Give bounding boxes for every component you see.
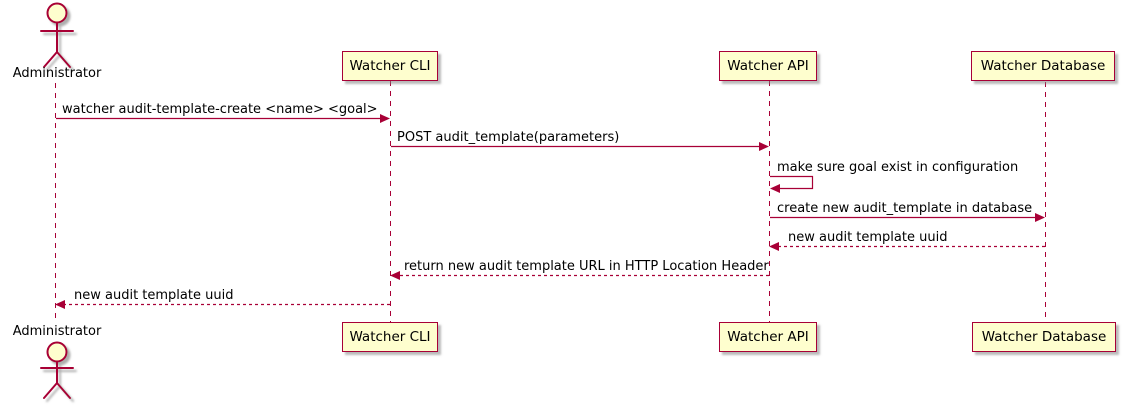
participant-box-watcher-database-top: Watcher Database bbox=[971, 51, 1115, 81]
message-label-2: POST audit_template(parameters) bbox=[397, 130, 620, 145]
message-label-5: new audit template uuid bbox=[788, 230, 948, 245]
message-arrow-5 bbox=[769, 242, 1045, 251]
participant-box-watcher-cli-top: Watcher CLI bbox=[342, 51, 438, 81]
participant-box-watcher-database-bottom: Watcher Database bbox=[972, 322, 1116, 352]
message-label-7: new audit template uuid bbox=[74, 288, 234, 303]
participant-box-watcher-api-bottom: Watcher API bbox=[719, 322, 817, 352]
message-label-1: watcher audit-template-create <name> <go… bbox=[62, 102, 378, 117]
participant-box-watcher-cli-bottom: Watcher CLI bbox=[342, 322, 438, 352]
message-arrow-1 bbox=[56, 114, 390, 123]
message-label-3: make sure goal exist in configuration bbox=[777, 160, 1019, 175]
message-arrow-2 bbox=[391, 142, 769, 151]
actor-label-bottom: Administrator bbox=[12, 324, 102, 339]
message-arrow-7 bbox=[55, 300, 390, 309]
message-arrow-6 bbox=[390, 271, 769, 280]
actor-label-top: Administrator bbox=[12, 66, 102, 81]
message-arrow-4 bbox=[770, 213, 1045, 222]
message-arrow-3-self bbox=[770, 175, 814, 193]
participant-box-watcher-api-top: Watcher API bbox=[719, 51, 817, 81]
message-label-4: create new audit_template in database bbox=[777, 201, 1033, 216]
message-label-6: return new audit template URL in HTTP Lo… bbox=[404, 259, 769, 274]
actor-figure-bottom bbox=[40, 341, 74, 399]
actor-figure-top bbox=[40, 2, 74, 68]
